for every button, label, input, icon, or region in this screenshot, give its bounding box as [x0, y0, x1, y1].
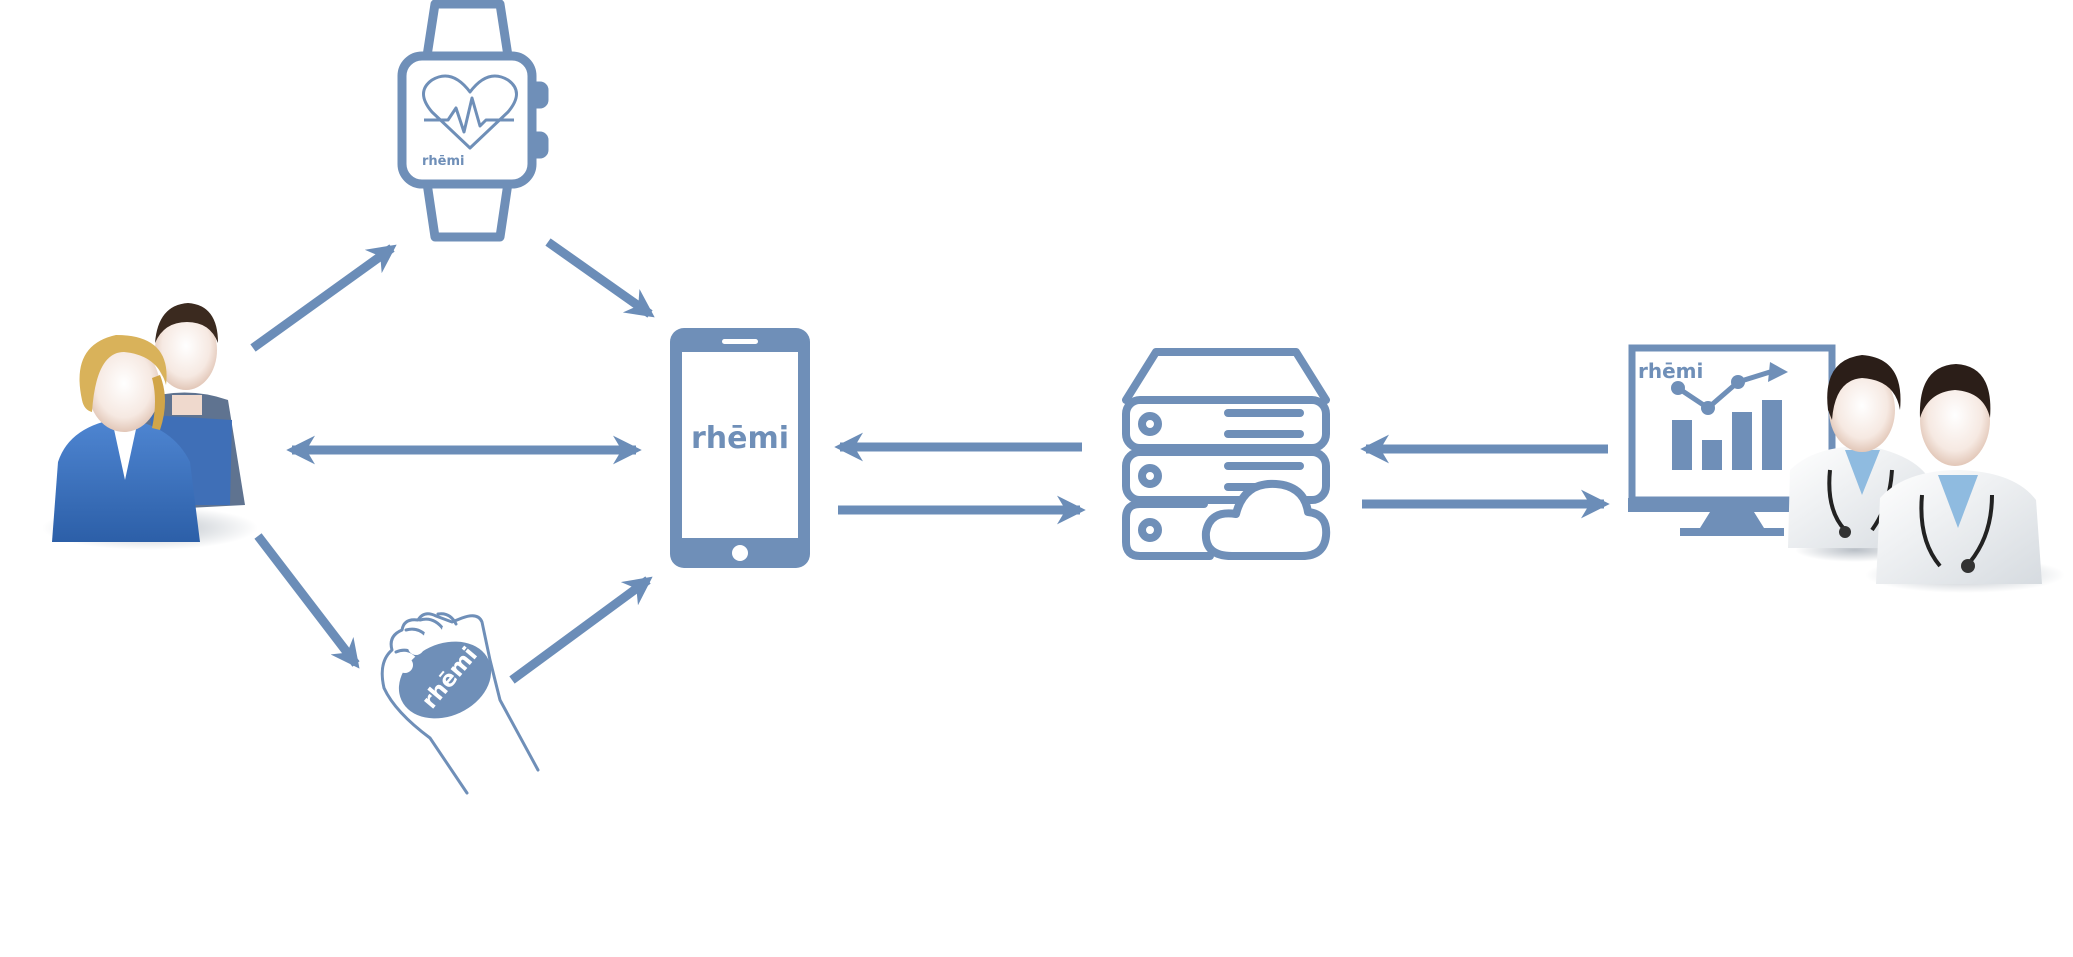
- female-doctor: [1788, 355, 1935, 548]
- monitor-chart-icon: [1628, 344, 1836, 536]
- doctors-icon: [1788, 355, 2065, 593]
- arrow-patients-to-watch: [250, 244, 397, 352]
- female-patient: [52, 335, 200, 542]
- phone-brand-label: rhēmi: [691, 421, 789, 456]
- watch-brand-label: rhēmi: [422, 154, 465, 169]
- smartwatch-icon: [397, 0, 549, 242]
- grip-ball: [398, 641, 492, 719]
- monitor-brand-label: rhēmi: [1638, 359, 1703, 383]
- hand-grip-icon: [380, 612, 540, 795]
- arrow-grip-to-phone: [509, 576, 653, 684]
- grip-fingertips: [397, 623, 456, 673]
- smartphone-icon: [670, 328, 810, 568]
- flow-arrows: [250, 238, 1610, 684]
- arrow-watch-to-phone: [545, 238, 655, 318]
- male-doctor: [1876, 364, 2042, 584]
- patients-icon: [42, 303, 258, 550]
- arrow-patients-to-grip: [254, 533, 360, 669]
- cloud-server-icon: [1122, 348, 1331, 560]
